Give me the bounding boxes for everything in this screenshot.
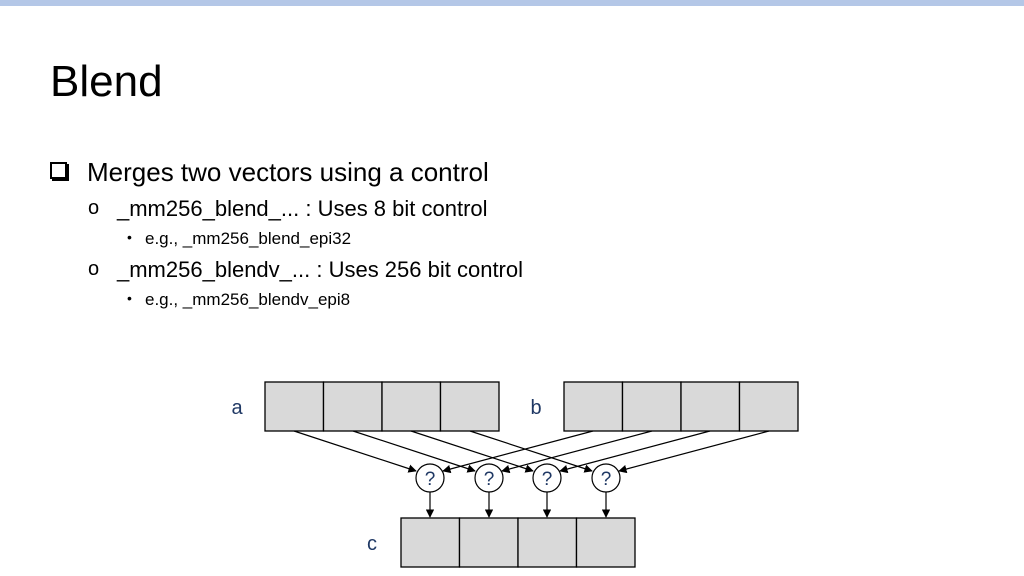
arrow-line: [442, 430, 594, 474]
vector-c-cell: [517, 517, 578, 568]
vector-a-cell: [322, 381, 383, 432]
selector-label: ?: [542, 469, 553, 490]
vector-a: [264, 381, 500, 432]
vector-c-cell: [458, 517, 519, 568]
bullet-blendv-example: e.g., _mm256_blendv_epi8: [145, 290, 351, 309]
label-b: b: [530, 397, 541, 419]
checkbox-bullet-icon: [50, 162, 67, 179]
vector-a-cell: [439, 381, 500, 432]
vector-c: [400, 517, 636, 568]
bullet-blend-example: e.g., _mm256_blend_epi32: [145, 229, 352, 248]
arrows-to-c: [425, 492, 611, 518]
vector-c-cell: [575, 517, 636, 568]
bullet-blendv: _mm256_blendv_... : Uses 256 bit control: [117, 257, 524, 282]
arrows-from-a: [293, 430, 593, 473]
arrow-line: [469, 430, 593, 473]
dot-bullet-marker: •: [127, 229, 132, 245]
arrow-line: [352, 430, 476, 473]
vector-c-cell: [400, 517, 461, 568]
bullet-blend: _mm256_blend_... : Uses 8 bit control: [117, 196, 488, 221]
bullet-main: Merges two vectors using a control: [87, 157, 489, 187]
sub-bullet-marker: o: [88, 258, 100, 280]
arrows-from-b: [442, 430, 770, 474]
selector-label: ?: [484, 469, 495, 490]
selector-label: ?: [601, 469, 612, 490]
slide-title: Blend: [50, 57, 163, 106]
arrow-line: [559, 430, 711, 474]
arrow-line: [618, 430, 770, 474]
selector-label: ?: [425, 469, 436, 490]
vector-b: [563, 381, 799, 432]
vector-b-cell: [563, 381, 624, 432]
vector-a-cell: [381, 381, 442, 432]
dot-bullet-marker: •: [127, 290, 132, 306]
vector-a-cell: [264, 381, 325, 432]
selectors: ? ? ? ?: [415, 463, 621, 493]
sub-bullet-marker: o: [88, 197, 100, 219]
label-a: a: [231, 397, 243, 419]
arrow-line: [293, 430, 417, 473]
top-accent-bar: [0, 0, 1024, 6]
arrow-line: [501, 430, 653, 474]
vector-b-cell: [680, 381, 741, 432]
arrow-line: [410, 430, 534, 473]
vector-b-cell: [621, 381, 682, 432]
label-c: c: [367, 533, 377, 555]
vector-b-cell: [738, 381, 799, 432]
